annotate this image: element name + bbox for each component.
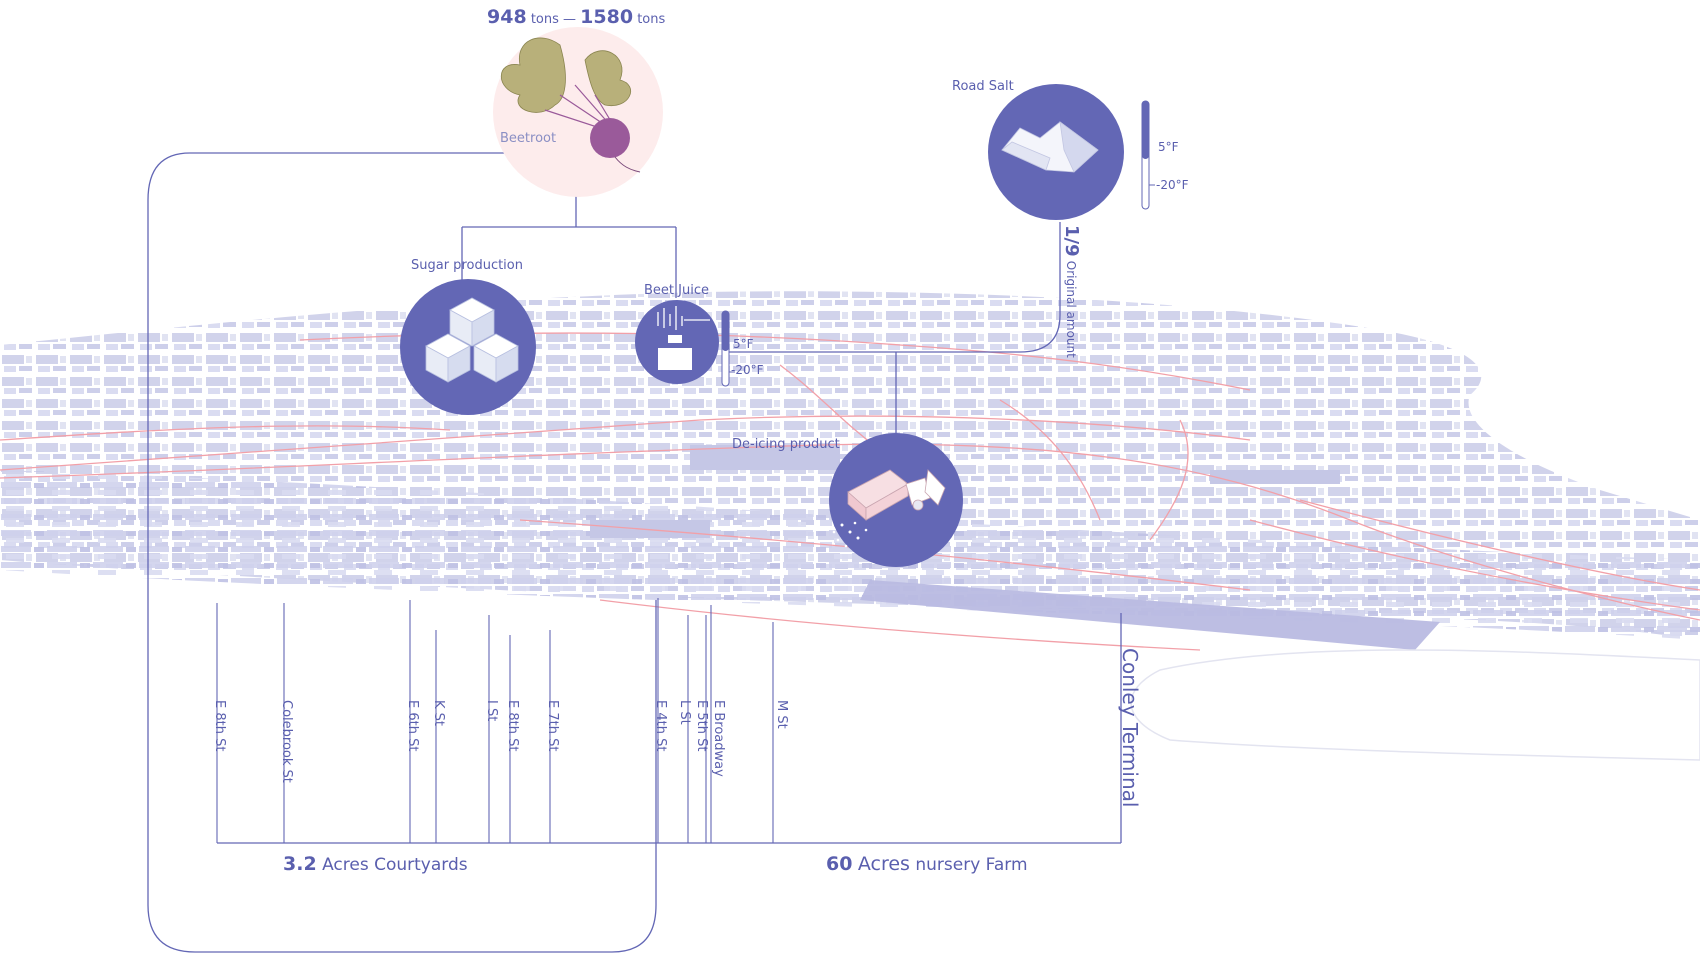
street-label: Colebrook St [279,700,294,783]
street-label: L St [677,700,692,725]
road-salt-label: Road Salt [952,79,1014,94]
deicing-node [829,433,963,567]
salt-thermometer-fill [1142,101,1149,159]
conley-terminal-label: Conley Terminal [1118,648,1142,808]
terminal-yard [860,580,1440,650]
road-salt-node [988,84,1155,220]
salt-pile-icon [1001,121,1099,173]
beetroot-to-courtyards-connector [147,152,657,953]
beetroot-node [493,27,663,197]
street-label: I St [484,700,499,722]
beetroot-icon [501,37,641,173]
ratio-label: 1/9 Original amount [1061,225,1082,358]
beet-juice-temp-low: -20°F [731,363,764,377]
ratio-text: Original amount [1064,260,1078,358]
street-label: E 4th St [653,700,668,752]
street-ticks [216,598,774,843]
street-label: M St [774,700,789,729]
yield-dash: — [563,12,577,27]
yield-low-unit: tons [530,12,559,27]
road-salt-temp-low: -20°F [1156,178,1189,192]
sugar-production-label: Sugar production [411,258,523,273]
yield-high-unit: tons [637,12,666,27]
beetroot-label: Beetroot [500,131,557,146]
road-salt-temp-high: 5°F [1158,140,1179,154]
yield-high-value: 1580 [580,6,634,28]
beet-juice-temp-high: 5°F [733,337,754,351]
courtyards-value: 3.2 [283,853,317,875]
street-label: E 8th St [212,700,227,752]
courtyards-text: Acres Courtyards [322,855,468,875]
nursery-farm-label: 60 Acres nursery Farm [826,853,1028,875]
street-label: E 6th St [405,700,420,752]
street-label: E 8th St [505,700,520,752]
connector-from-road-salt [726,222,1061,353]
yield-range-label: 948 tons — 1580 tons [487,6,665,28]
courtyards-label: 3.2 Acres Courtyards [283,853,468,875]
beet-juice-node [635,300,735,387]
street-label: E 5th St [694,700,709,752]
street-label: E Broadway [711,700,726,777]
juice-bottle-icon [657,306,710,370]
sugar-production-node [400,279,536,415]
street-label: E 7th St [545,700,560,752]
ratio-value: 1/9 [1061,225,1082,257]
farm-suffix: nursery Farm [915,855,1028,875]
farm-text: Acres [857,853,910,875]
flow-connectors [147,152,1122,953]
street-label: K St [431,700,446,727]
yield-low-value: 948 [487,6,527,28]
juice-thermometer-fill [722,311,729,351]
deicing-label: De-icing product [732,437,840,452]
snowplow-truck-icon [847,469,946,521]
beet-juice-label: Beet Juice [644,283,709,298]
farm-value: 60 [826,853,853,875]
sugar-cubes-icon [425,297,519,383]
salt-spray-icon [832,521,868,548]
